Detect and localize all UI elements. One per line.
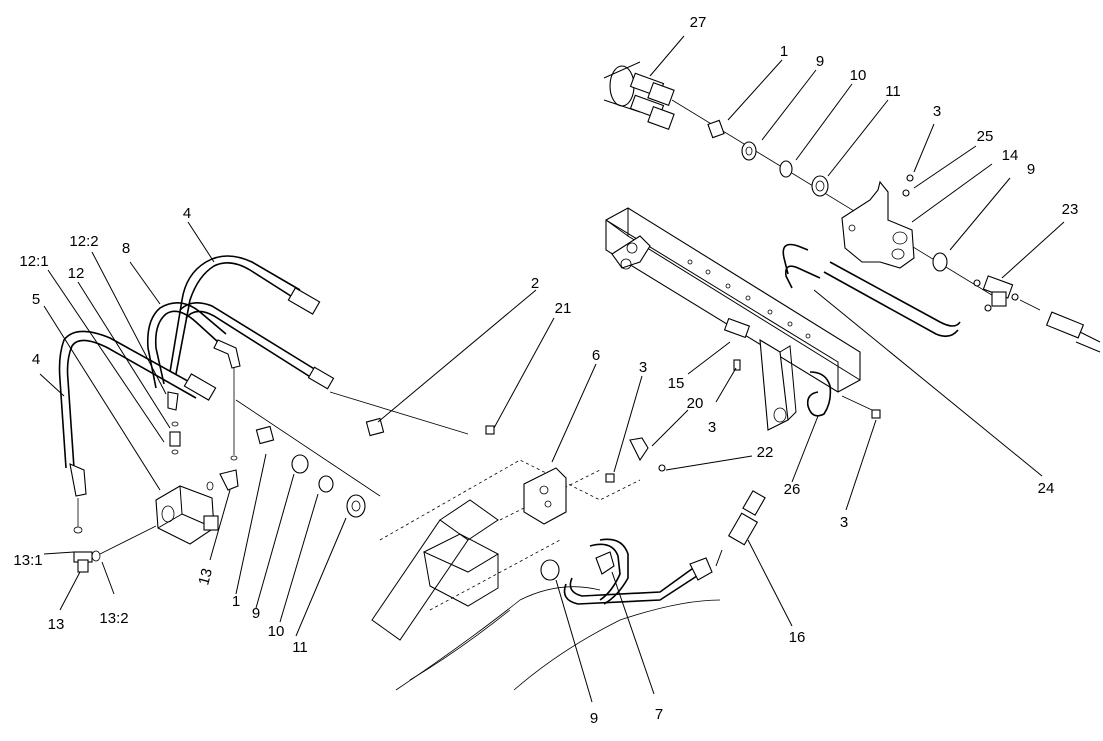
clamp-20 — [629, 437, 649, 462]
seal-part-11b — [346, 494, 366, 518]
nut-22 — [658, 464, 666, 472]
callout-21: 21 — [555, 300, 572, 317]
callout-27: 27 — [690, 14, 707, 31]
callout-2: 2 — [531, 275, 539, 292]
hose-8 — [146, 302, 335, 390]
callout-8: 8 — [122, 240, 130, 257]
screw-part-3 — [906, 174, 914, 182]
elbow-fitting-13 — [206, 368, 239, 491]
hose-4-lower — [58, 330, 217, 497]
callout-15: 15 — [668, 375, 685, 392]
washer-part-9 — [741, 141, 757, 161]
callout-1-lower: 1 — [232, 593, 240, 610]
screw-21 — [485, 425, 495, 435]
callout-11-lower: 11 — [292, 639, 308, 656]
washer-part-9b — [932, 252, 948, 272]
quick-coupler-assembly — [603, 61, 675, 130]
callout-13-rotated: 13 — [195, 567, 216, 588]
callout-labels: 27 1 9 10 11 3 25 14 9 23 4 12:2 8 12:1 … — [13, 14, 1078, 727]
fitting-12 — [167, 391, 181, 455]
callout-9-right: 9 — [1027, 161, 1035, 178]
callout-3-mid-left: 3 — [639, 359, 647, 376]
screw-3-right — [871, 409, 881, 419]
clip-26 — [806, 371, 832, 417]
callout-3-right: 3 — [840, 514, 848, 531]
callout-4-upper: 4 — [183, 205, 191, 222]
bushing-part-10 — [779, 160, 793, 178]
callout-26: 26 — [784, 481, 801, 498]
hose-4-upper — [169, 255, 321, 375]
hydraulic-pump-5 — [155, 485, 219, 545]
callout-5: 5 — [32, 291, 40, 308]
valve-bracket-6 — [523, 467, 567, 525]
callout-13-1: 13:1 — [13, 552, 42, 569]
callout-13-2: 13:2 — [99, 610, 128, 627]
clamp-15 — [723, 317, 751, 339]
callout-6: 6 — [592, 347, 600, 364]
fitting-2 — [365, 417, 385, 437]
callout-24: 24 — [1038, 480, 1055, 497]
u-tube-24 — [784, 265, 821, 289]
callout-13-bottom-left: 13 — [48, 616, 65, 633]
callout-10-upper: 10 — [850, 67, 867, 84]
leader-lines — [39, 35, 1065, 703]
tee-fitting-23 — [973, 275, 1041, 312]
screw-3-mid — [733, 359, 741, 371]
washer-part-9c — [291, 454, 309, 474]
callout-3-mid: 3 — [708, 419, 716, 436]
callout-22: 22 — [757, 444, 774, 461]
frame-tube — [605, 207, 861, 431]
tube-to-coupler — [563, 573, 701, 605]
screw-part-25 — [902, 189, 910, 197]
hose-end-right — [1045, 311, 1101, 353]
nut-part-1b — [255, 425, 275, 445]
bushing-part-10b — [318, 475, 334, 493]
callout-11-upper: 11 — [885, 83, 901, 100]
callout-7: 7 — [655, 706, 663, 723]
seal-part-11 — [811, 175, 829, 197]
screw-3-lower — [605, 473, 615, 483]
callout-20: 20 — [687, 395, 704, 412]
callout-9-bottom: 9 — [590, 710, 598, 727]
callout-23: 23 — [1062, 201, 1079, 218]
elbow-fitting-13-lower — [73, 498, 157, 573]
callout-14: 14 — [1002, 147, 1019, 164]
callout-25: 25 — [977, 128, 994, 145]
callout-10-lower: 10 — [268, 623, 285, 640]
nut-part-1 — [707, 119, 725, 139]
washer-part-9d — [540, 559, 560, 581]
callout-9-lower: 9 — [252, 605, 260, 622]
callout-9-upper: 9 — [816, 53, 824, 70]
callout-16: 16 — [789, 629, 806, 646]
callout-4-lower: 4 — [32, 351, 40, 368]
mount-bracket-14 — [841, 180, 915, 269]
callout-3-top: 3 — [933, 103, 941, 120]
callout-1-upper: 1 — [780, 43, 788, 60]
quick-coupler-16 — [715, 490, 766, 567]
hydraulic-line-right — [829, 261, 961, 327]
callout-12: 12 — [68, 265, 85, 282]
callout-12-2: 12:2 — [69, 233, 98, 250]
callout-12-1: 12:1 — [19, 253, 48, 270]
